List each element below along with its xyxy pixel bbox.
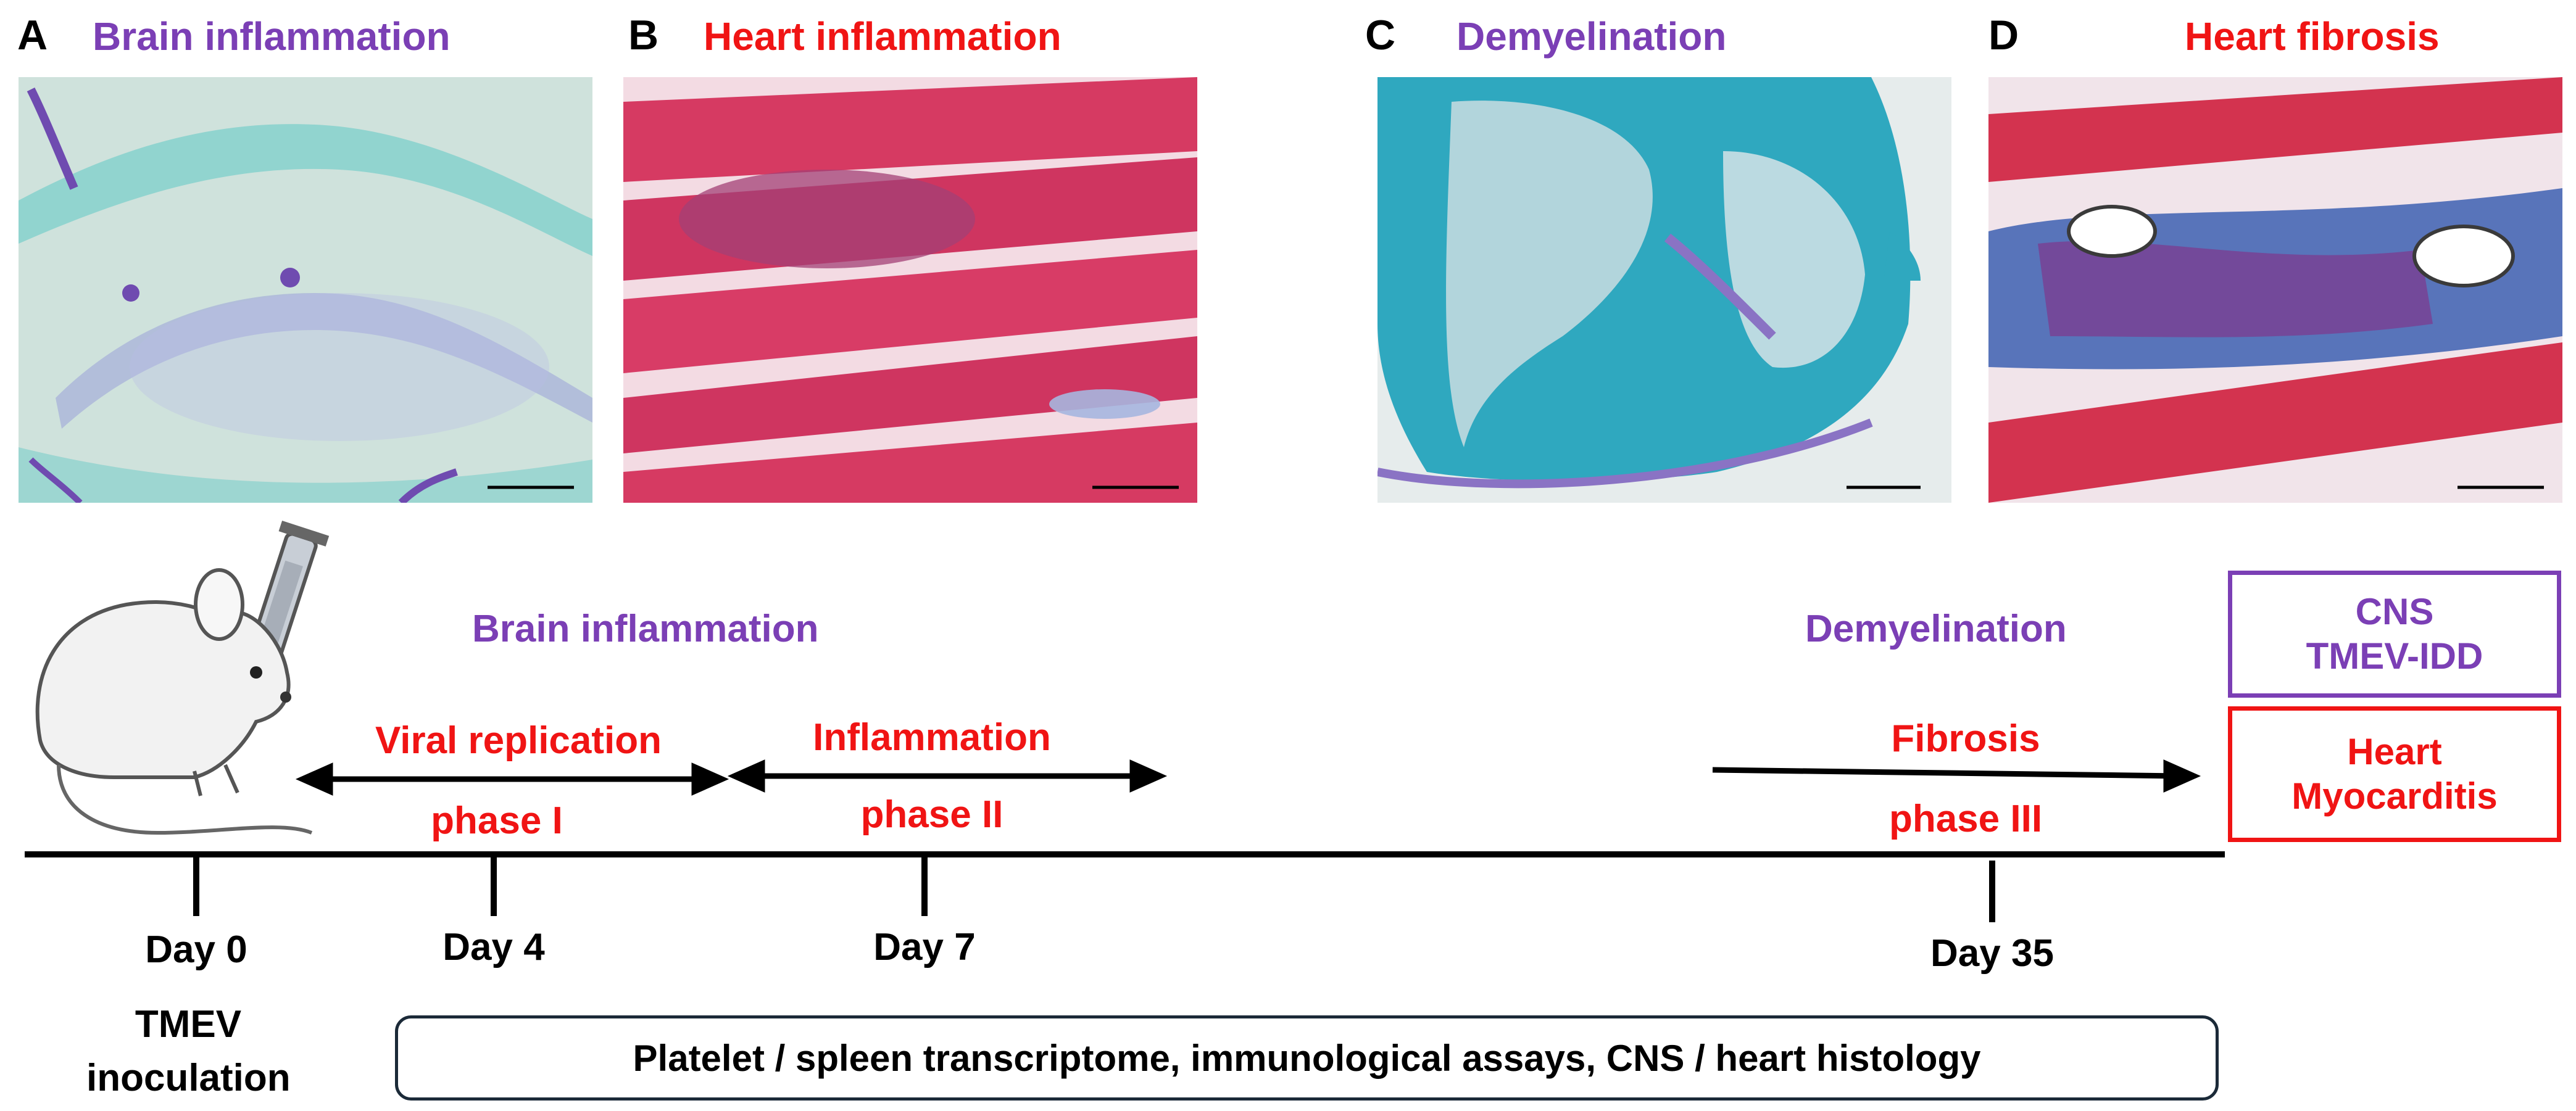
demyelination-label: Demyelination xyxy=(1805,608,2067,650)
panel-b-heart-histology-image xyxy=(623,77,1197,503)
cns-outcome-box: CNS TMEV-IDD xyxy=(2228,571,2561,698)
cns-label: CNS xyxy=(2355,591,2434,632)
day-4-label: Day 4 xyxy=(442,926,545,969)
brain-inflammation-label: Brain inflammation xyxy=(472,608,819,650)
panel-a-title: Brain inflammation xyxy=(93,14,451,59)
phase-1-label: phase I xyxy=(431,799,563,842)
day-7-label: Day 7 xyxy=(873,926,976,969)
tmev-idd-label: TMEV-IDD xyxy=(2306,635,2483,677)
assays-box: Platelet / spleen transcriptome, immunol… xyxy=(395,1015,2219,1101)
day-0-label: Day 0 xyxy=(145,928,247,971)
inoculation-label: inoculation xyxy=(86,1057,291,1099)
panel-c-letter: C xyxy=(1365,12,1396,59)
day-35-label: Day 35 xyxy=(1930,932,2054,975)
panel-d-fibrosis-image xyxy=(1988,77,2562,503)
inflammation-label: Inflammation xyxy=(813,716,1051,759)
heart-label: Heart xyxy=(2347,731,2442,772)
panel-c-spinal-cord-image xyxy=(1377,77,1951,503)
panel-a-letter: A xyxy=(17,12,48,59)
tmev-label: TMEV xyxy=(135,1003,242,1046)
panel-a-brain-histology-image xyxy=(19,77,592,503)
panel-b-title: Heart inflammation xyxy=(704,14,1062,59)
fibrosis-label: Fibrosis xyxy=(1891,717,2040,760)
phase-3-label: phase III xyxy=(1888,798,2043,840)
phase-2-label: phase II xyxy=(860,793,1003,836)
viral-replication-label: Viral replication xyxy=(375,719,662,762)
panel-d-letter: D xyxy=(1988,12,2019,59)
heart-outcome-box: Heart Myocarditis xyxy=(2228,706,2561,842)
panel-b-letter: B xyxy=(628,12,659,59)
myocarditis-label: Myocarditis xyxy=(2291,775,2498,817)
mouse-with-syringe-illustration xyxy=(22,512,343,857)
panel-d-title: Heart fibrosis xyxy=(2185,14,2440,59)
panel-c-title: Demyelination xyxy=(1456,14,1727,59)
